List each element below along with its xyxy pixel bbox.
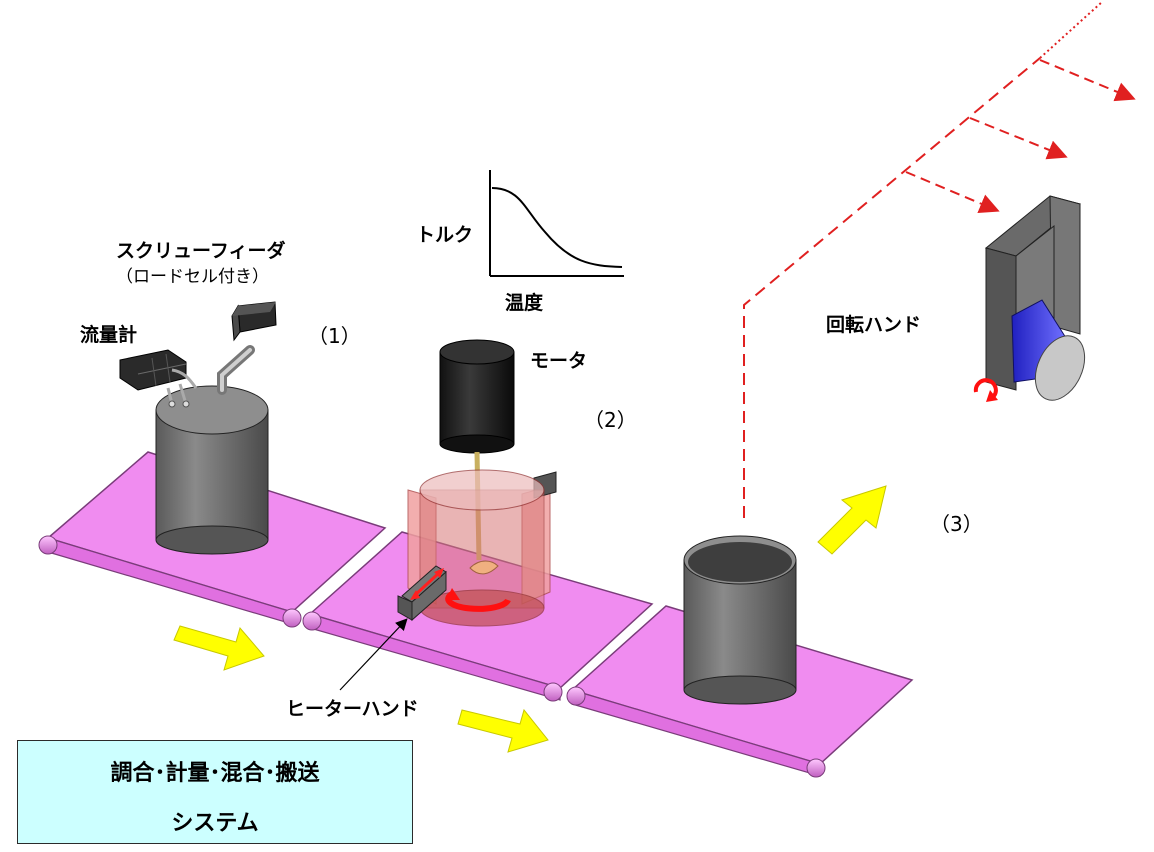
screw-feeder	[217, 301, 277, 395]
heater-hand-pointer	[339, 618, 408, 691]
vessel-3	[683, 535, 797, 705]
temperature-axis-label: 温度	[505, 292, 544, 314]
mixing-vessel	[407, 469, 557, 627]
transfer-arrow-3	[817, 485, 887, 555]
heater-hand-label: ヒーターハンド	[286, 698, 419, 720]
screw-feeder-label: スクリューフィーダ	[116, 240, 286, 262]
heater-hand	[397, 565, 447, 622]
motor-label: モータ	[530, 350, 588, 372]
system-title-line-1: 調合･計量･混合･搬送	[110, 761, 320, 786]
torque-temperature-graph	[489, 170, 624, 277]
rotating-hand	[973, 195, 1086, 402]
transfer-arrow-2	[457, 708, 549, 753]
step-1-label: （1）	[308, 324, 361, 348]
torque-axis-label: トルク	[416, 224, 474, 246]
rotating-hand-label: 回転ハンド	[826, 314, 922, 336]
flow-meter	[119, 349, 198, 408]
transfer-arrow-1	[173, 625, 265, 671]
step-2-label: （2）	[584, 408, 637, 432]
flow-meter-label: 流量計	[80, 324, 138, 346]
load-cell-label: （ロードセル付き）	[116, 267, 269, 287]
vessel-1	[155, 385, 269, 555]
step-3-label: （3）	[930, 512, 983, 536]
robot-path	[743, 1, 1136, 518]
system-title-box: 調合･計量･混合･搬送 システム	[17, 740, 413, 844]
system-title-line-2: システム	[171, 811, 259, 836]
